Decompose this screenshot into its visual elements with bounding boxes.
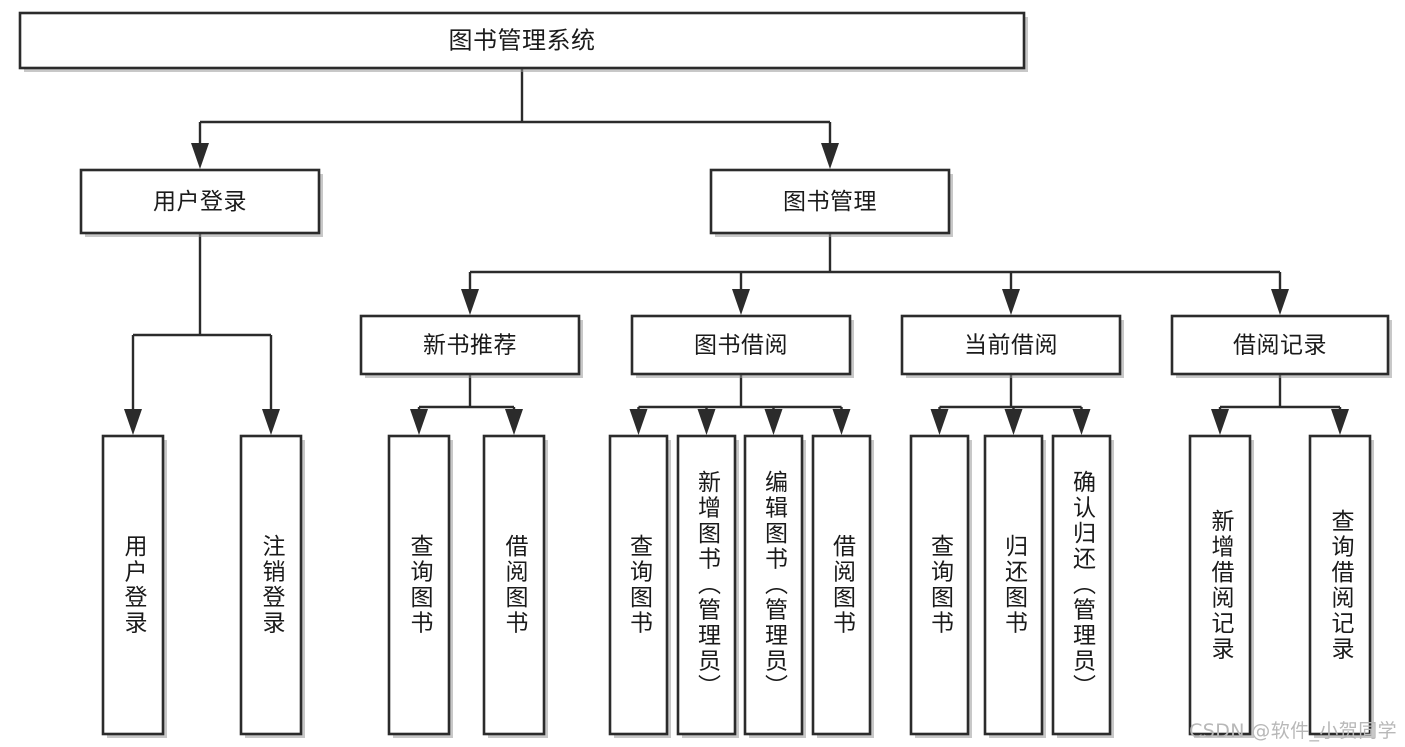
leaf-node-box-4[interactable] [608,434,669,736]
root-node-box[interactable] [18,11,1026,70]
arrowhead-icon [1072,409,1091,435]
leaf-node-box-9[interactable] [983,434,1044,736]
root-node-label: 图书管理系统 [449,27,596,55]
arrowhead-icon [764,409,783,435]
arrowhead-icon [1211,409,1229,435]
arrowhead-icon [832,409,851,435]
arrowhead-icon [124,409,142,435]
arrowhead-icon [191,143,209,169]
level2-node-box-0[interactable] [79,168,321,235]
arrowhead-icon [262,409,280,435]
arrowhead-icon [1331,409,1349,435]
level2-node-box-1[interactable] [709,168,951,235]
arrowhead-icon [629,409,648,435]
leaf-node-box-5[interactable] [676,434,737,736]
level3-node-box-1[interactable] [630,314,852,376]
arrowhead-icon [505,409,523,435]
watermark-text: CSDN @软件_小贺同学 [1189,720,1397,742]
leaf-node-box-2[interactable] [387,434,451,736]
arrowhead-icon [732,289,750,315]
node-label: 新书推荐 [423,333,517,359]
leaf-node-box-1[interactable] [239,434,303,736]
node-boxes [18,11,1392,738]
arrowhead-icon [1002,289,1020,315]
arrowhead-icon [930,409,949,435]
arrowhead-icon [1004,409,1023,435]
leaf-node-box-12[interactable] [1308,434,1372,736]
connector-links [124,68,1349,435]
node-label: 当前借阅 [964,333,1058,359]
node-label: 图书借阅 [694,333,788,359]
leaf-node-box-8[interactable] [909,434,970,736]
arrowhead-icon [461,289,479,315]
leaf-node-box-3[interactable] [482,434,546,736]
arrowhead-icon [1271,289,1289,315]
node-label: 用户登录 [153,189,247,215]
arrowhead-icon [697,409,716,435]
level3-node-box-3[interactable] [1170,314,1390,376]
leaf-node-box-7[interactable] [811,434,872,736]
leaf-node-box-11[interactable] [1188,434,1252,736]
arrowhead-icon [821,143,839,169]
level3-node-box-2[interactable] [900,314,1122,376]
leaf-node-box-6[interactable] [743,434,804,736]
node-label: 图书管理 [783,189,877,215]
leaf-node-box-10[interactable] [1051,434,1112,736]
leaf-node-box-0[interactable] [101,434,165,736]
level3-node-box-0[interactable] [359,314,581,376]
node-label: 借阅记录 [1233,333,1327,359]
arrowhead-icon [410,409,428,435]
